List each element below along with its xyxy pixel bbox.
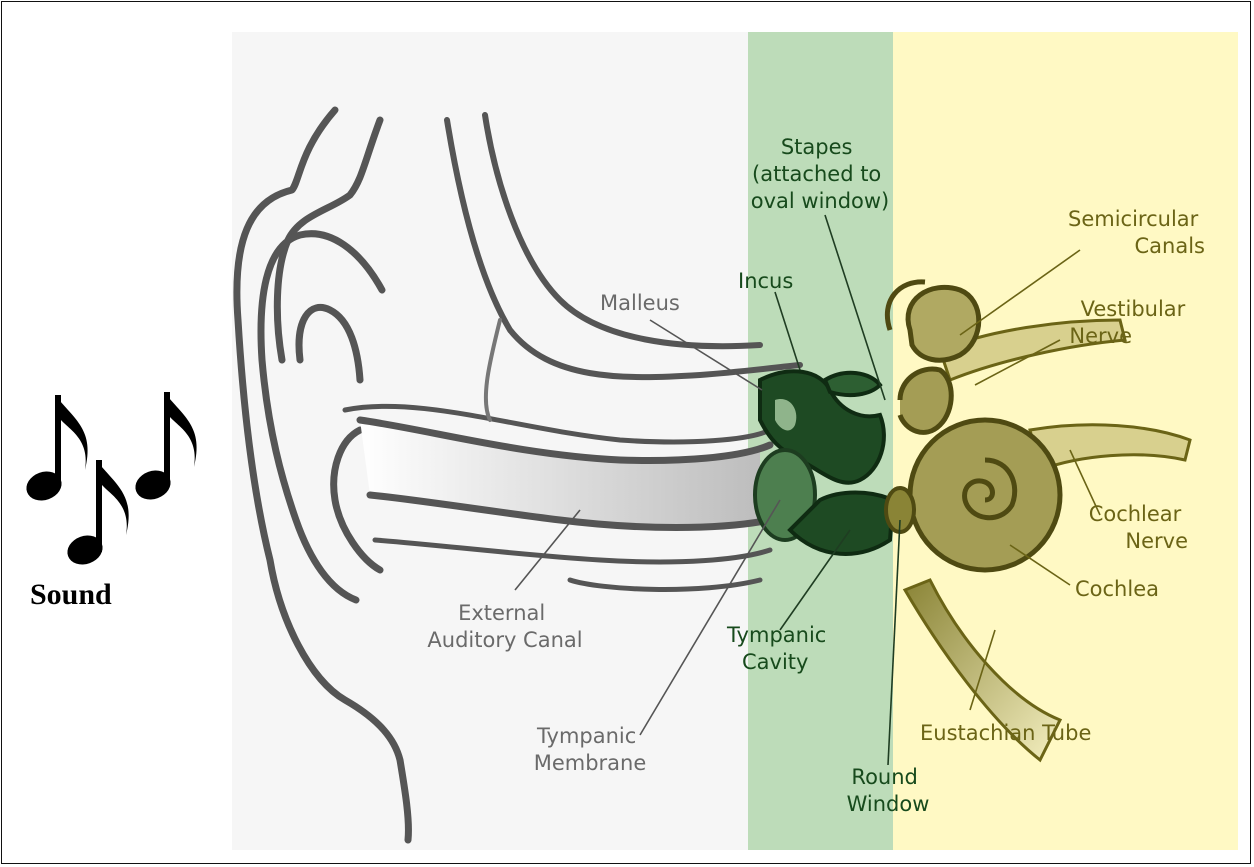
label-cochlea: Cochlea <box>1075 577 1159 601</box>
label-malleus: Malleus <box>600 291 680 315</box>
cochlea-shape <box>910 420 1060 570</box>
label-incus: Incus <box>738 269 793 293</box>
sound-label: Sound <box>30 578 112 611</box>
music-notes-icon <box>22 392 196 569</box>
label-eustachian-tube: Eustachian Tube <box>920 721 1091 745</box>
